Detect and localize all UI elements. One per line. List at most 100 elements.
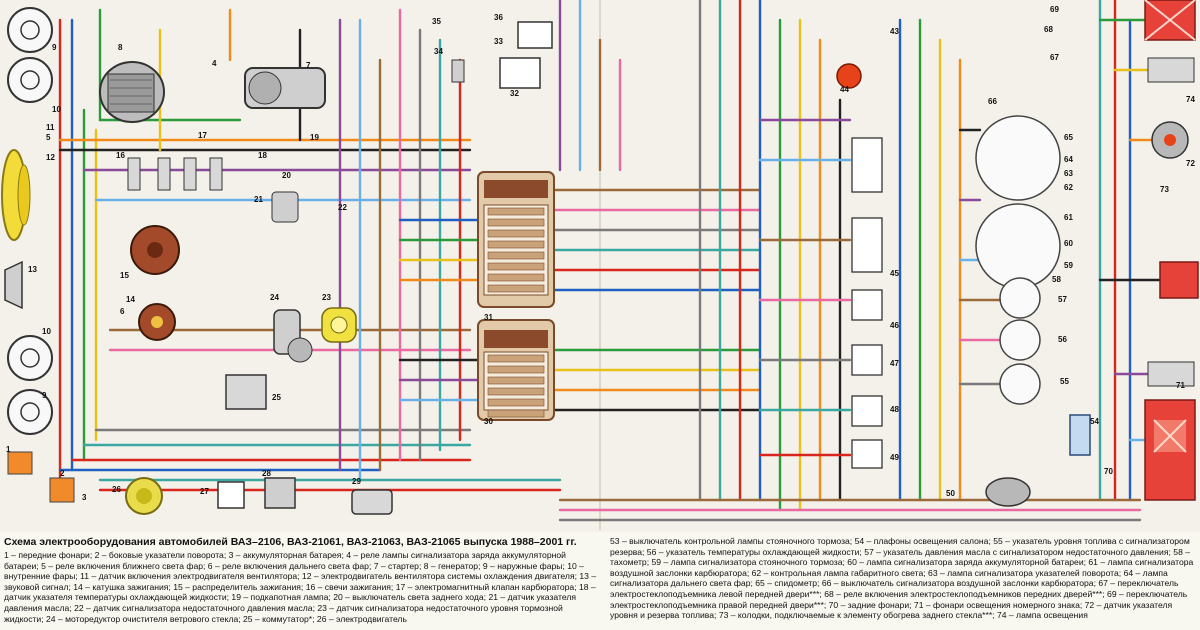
label-36: 36 — [494, 13, 503, 22]
fuse — [487, 207, 545, 216]
label-69: 69 — [1050, 5, 1059, 14]
label-58: 58 — [1052, 275, 1061, 284]
label-74: 74 — [1186, 95, 1195, 104]
label-34: 34 — [434, 47, 443, 56]
label-2: 2 — [60, 469, 65, 478]
cooling-fan — [1, 149, 31, 241]
spark-plugs — [127, 157, 223, 191]
distributor — [130, 225, 180, 275]
label-19: 19 — [310, 133, 319, 142]
fuse — [487, 218, 545, 227]
fuel-sensor — [1151, 121, 1189, 159]
label-29: 29 — [352, 477, 361, 486]
relay-33 — [517, 21, 553, 49]
label-15: 15 — [120, 271, 129, 280]
label-55: 55 — [1060, 377, 1069, 386]
headlight-inner — [7, 335, 53, 435]
fuel-pump-connector — [985, 477, 1031, 507]
label-32: 32 — [510, 89, 519, 98]
label-14: 14 — [126, 295, 135, 304]
label-12: 12 — [46, 153, 55, 162]
fuse — [487, 262, 545, 271]
label-30: 30 — [484, 417, 493, 426]
tachometer — [975, 203, 1061, 289]
label-8: 8 — [118, 43, 123, 52]
fuse — [487, 409, 545, 418]
warning-lamp-44 — [836, 63, 862, 89]
legend-right-text: 53 – выключатель контрольной лампы стоян… — [610, 536, 1194, 621]
headlight-outer — [7, 7, 53, 103]
label-45: 45 — [890, 269, 899, 278]
label-56: 56 — [1058, 335, 1067, 344]
relay-27 — [217, 481, 245, 509]
label-31: 31 — [484, 313, 493, 322]
label-60: 60 — [1064, 239, 1073, 248]
ignition-coil — [138, 303, 176, 341]
fuse — [487, 240, 545, 249]
label-66: 66 — [988, 97, 997, 106]
caption-title: Схема электрооборудования автомобилей ВА… — [4, 536, 577, 548]
horn — [4, 260, 23, 310]
fuse — [487, 251, 545, 260]
oil-sensor — [271, 191, 299, 223]
rear-window-relay — [1069, 414, 1091, 456]
label-13: 13 — [28, 265, 37, 274]
label-20: 20 — [282, 171, 291, 180]
washer-pump — [125, 477, 163, 515]
label-25: 25 — [272, 393, 281, 402]
label-64: 64 — [1064, 155, 1073, 164]
label-62: 62 — [1064, 183, 1073, 192]
label-10-inner: 10 — [42, 327, 51, 336]
switch-group — [851, 137, 883, 469]
label-43: 43 — [890, 27, 899, 36]
label-9: 9 — [52, 43, 57, 52]
fuse — [487, 284, 545, 293]
label-63: 63 — [1064, 169, 1073, 178]
label-72: 72 — [1186, 159, 1195, 168]
label-26: 26 — [112, 485, 121, 494]
label-33: 33 — [494, 37, 503, 46]
fuse — [487, 229, 545, 238]
label-47: 47 — [890, 359, 899, 368]
label-57: 57 — [1058, 295, 1067, 304]
label-61: 61 — [1064, 213, 1073, 222]
label-68: 68 — [1044, 25, 1053, 34]
label-27: 27 — [200, 487, 209, 496]
label-7: 7 — [306, 61, 311, 70]
caption-panel: Схема электрооборудования автомобилей ВА… — [0, 532, 1200, 630]
fuse — [487, 376, 545, 385]
label-65: 65 — [1064, 133, 1073, 142]
label-9-inner: 9 — [42, 391, 47, 400]
speedometer — [975, 115, 1061, 201]
label-3: 3 — [82, 493, 87, 502]
relay-28 — [264, 477, 296, 509]
label-48: 48 — [890, 405, 899, 414]
fuse-slots — [487, 207, 545, 418]
gauges — [999, 277, 1041, 405]
label-10: 10 — [52, 105, 61, 114]
wire — [98, 8, 242, 122]
label-49: 49 — [890, 453, 899, 462]
fuse — [487, 365, 545, 374]
alternator — [99, 61, 165, 123]
label-59: 59 — [1064, 261, 1073, 270]
label-18: 18 — [258, 151, 267, 160]
label-67: 67 — [1050, 53, 1059, 62]
front-lamp — [7, 451, 75, 503]
fuse — [487, 354, 545, 363]
label-70: 70 — [1104, 467, 1113, 476]
label-1: 1 — [6, 445, 11, 454]
label-28: 28 — [262, 469, 271, 478]
relay-32 — [499, 57, 541, 89]
label-6: 6 — [120, 307, 125, 316]
label-23: 23 — [322, 293, 331, 302]
plate-lamp-top — [1147, 57, 1195, 83]
label-21: 21 — [254, 195, 263, 204]
brake-fluid-sensor — [321, 307, 357, 343]
label-50: 50 — [946, 489, 955, 498]
label-5: 5 — [46, 133, 51, 142]
caption-legend-left: 1 – передние фонари; 2 – боковые указате… — [4, 550, 598, 630]
label-16: 16 — [116, 151, 125, 160]
fuse — [487, 398, 545, 407]
